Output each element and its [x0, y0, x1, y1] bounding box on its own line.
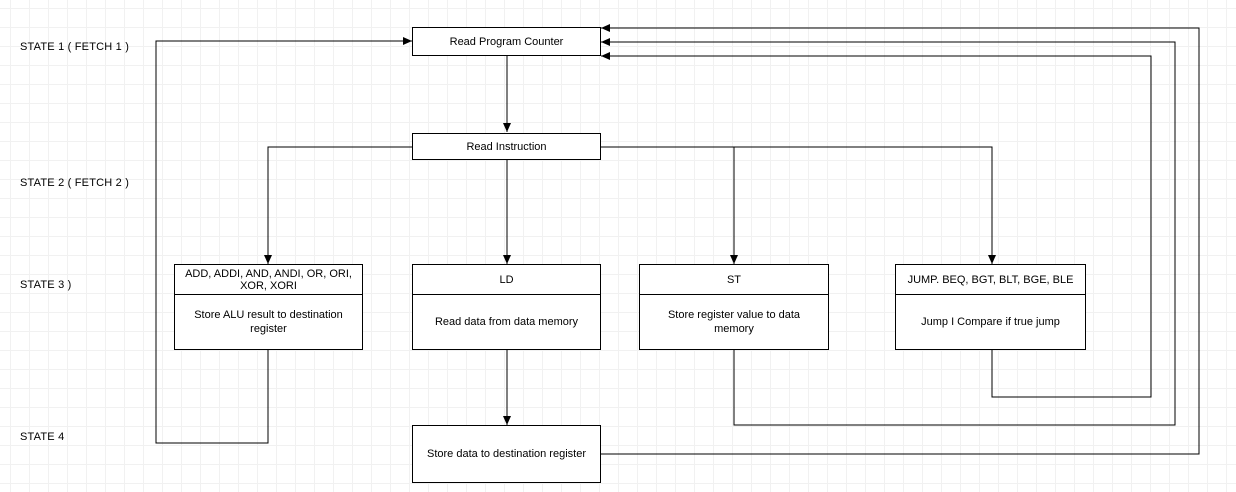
- ld-node[interactable]: LD Read data from data memory: [412, 264, 601, 350]
- alu-header: ADD, ADDI, AND, ANDI, OR, ORI, XOR, XORI: [175, 265, 362, 295]
- jump-node[interactable]: JUMP. BEQ, BGT, BLT, BGE, BLE Jump I Com…: [895, 264, 1086, 350]
- read-program-counter-node[interactable]: Read Program Counter: [412, 27, 601, 56]
- arrow-jump-return: [601, 52, 1152, 398]
- read-instruction-node[interactable]: Read Instruction: [412, 133, 601, 160]
- st-body: Store register value to data memory: [667, 309, 801, 335]
- read-instruction-label: Read Instruction: [466, 140, 547, 153]
- jump-body: Jump I Compare if true jump: [921, 316, 1060, 328]
- arrow-alu-return: [155, 37, 412, 444]
- st-header: ST: [640, 265, 828, 295]
- state-2-label: STATE 2 ( FETCH 2 ): [20, 177, 130, 189]
- state-3-label: STATE 3 ): [20, 279, 72, 291]
- state-1-label: STATE 1 ( FETCH 1 ): [20, 41, 130, 53]
- state-4-label: STATE 4: [20, 431, 65, 443]
- ld-body: Read data from data memory: [434, 316, 579, 328]
- store-destination-label: Store data to destination register: [427, 448, 586, 460]
- jump-header: JUMP. BEQ, BGT, BLT, BGE, BLE: [896, 265, 1085, 295]
- arrow-st-return: [601, 38, 1176, 426]
- arrow-instruction-to-st: [600, 146, 996, 264]
- alu-body: Store ALU result to destination register: [194, 309, 343, 335]
- arrow-store-return: [601, 24, 1200, 455]
- read-program-counter-label: Read Program Counter: [449, 35, 564, 48]
- arrow-instruction-to-alu: [264, 146, 412, 264]
- ld-header: LD: [413, 265, 600, 295]
- store-destination-node[interactable]: Store data to destination register: [412, 425, 601, 483]
- st-node[interactable]: ST Store register value to data memory: [639, 264, 829, 350]
- alu-node[interactable]: ADD, ADDI, AND, ANDI, OR, ORI, XOR, XORI…: [174, 264, 363, 350]
